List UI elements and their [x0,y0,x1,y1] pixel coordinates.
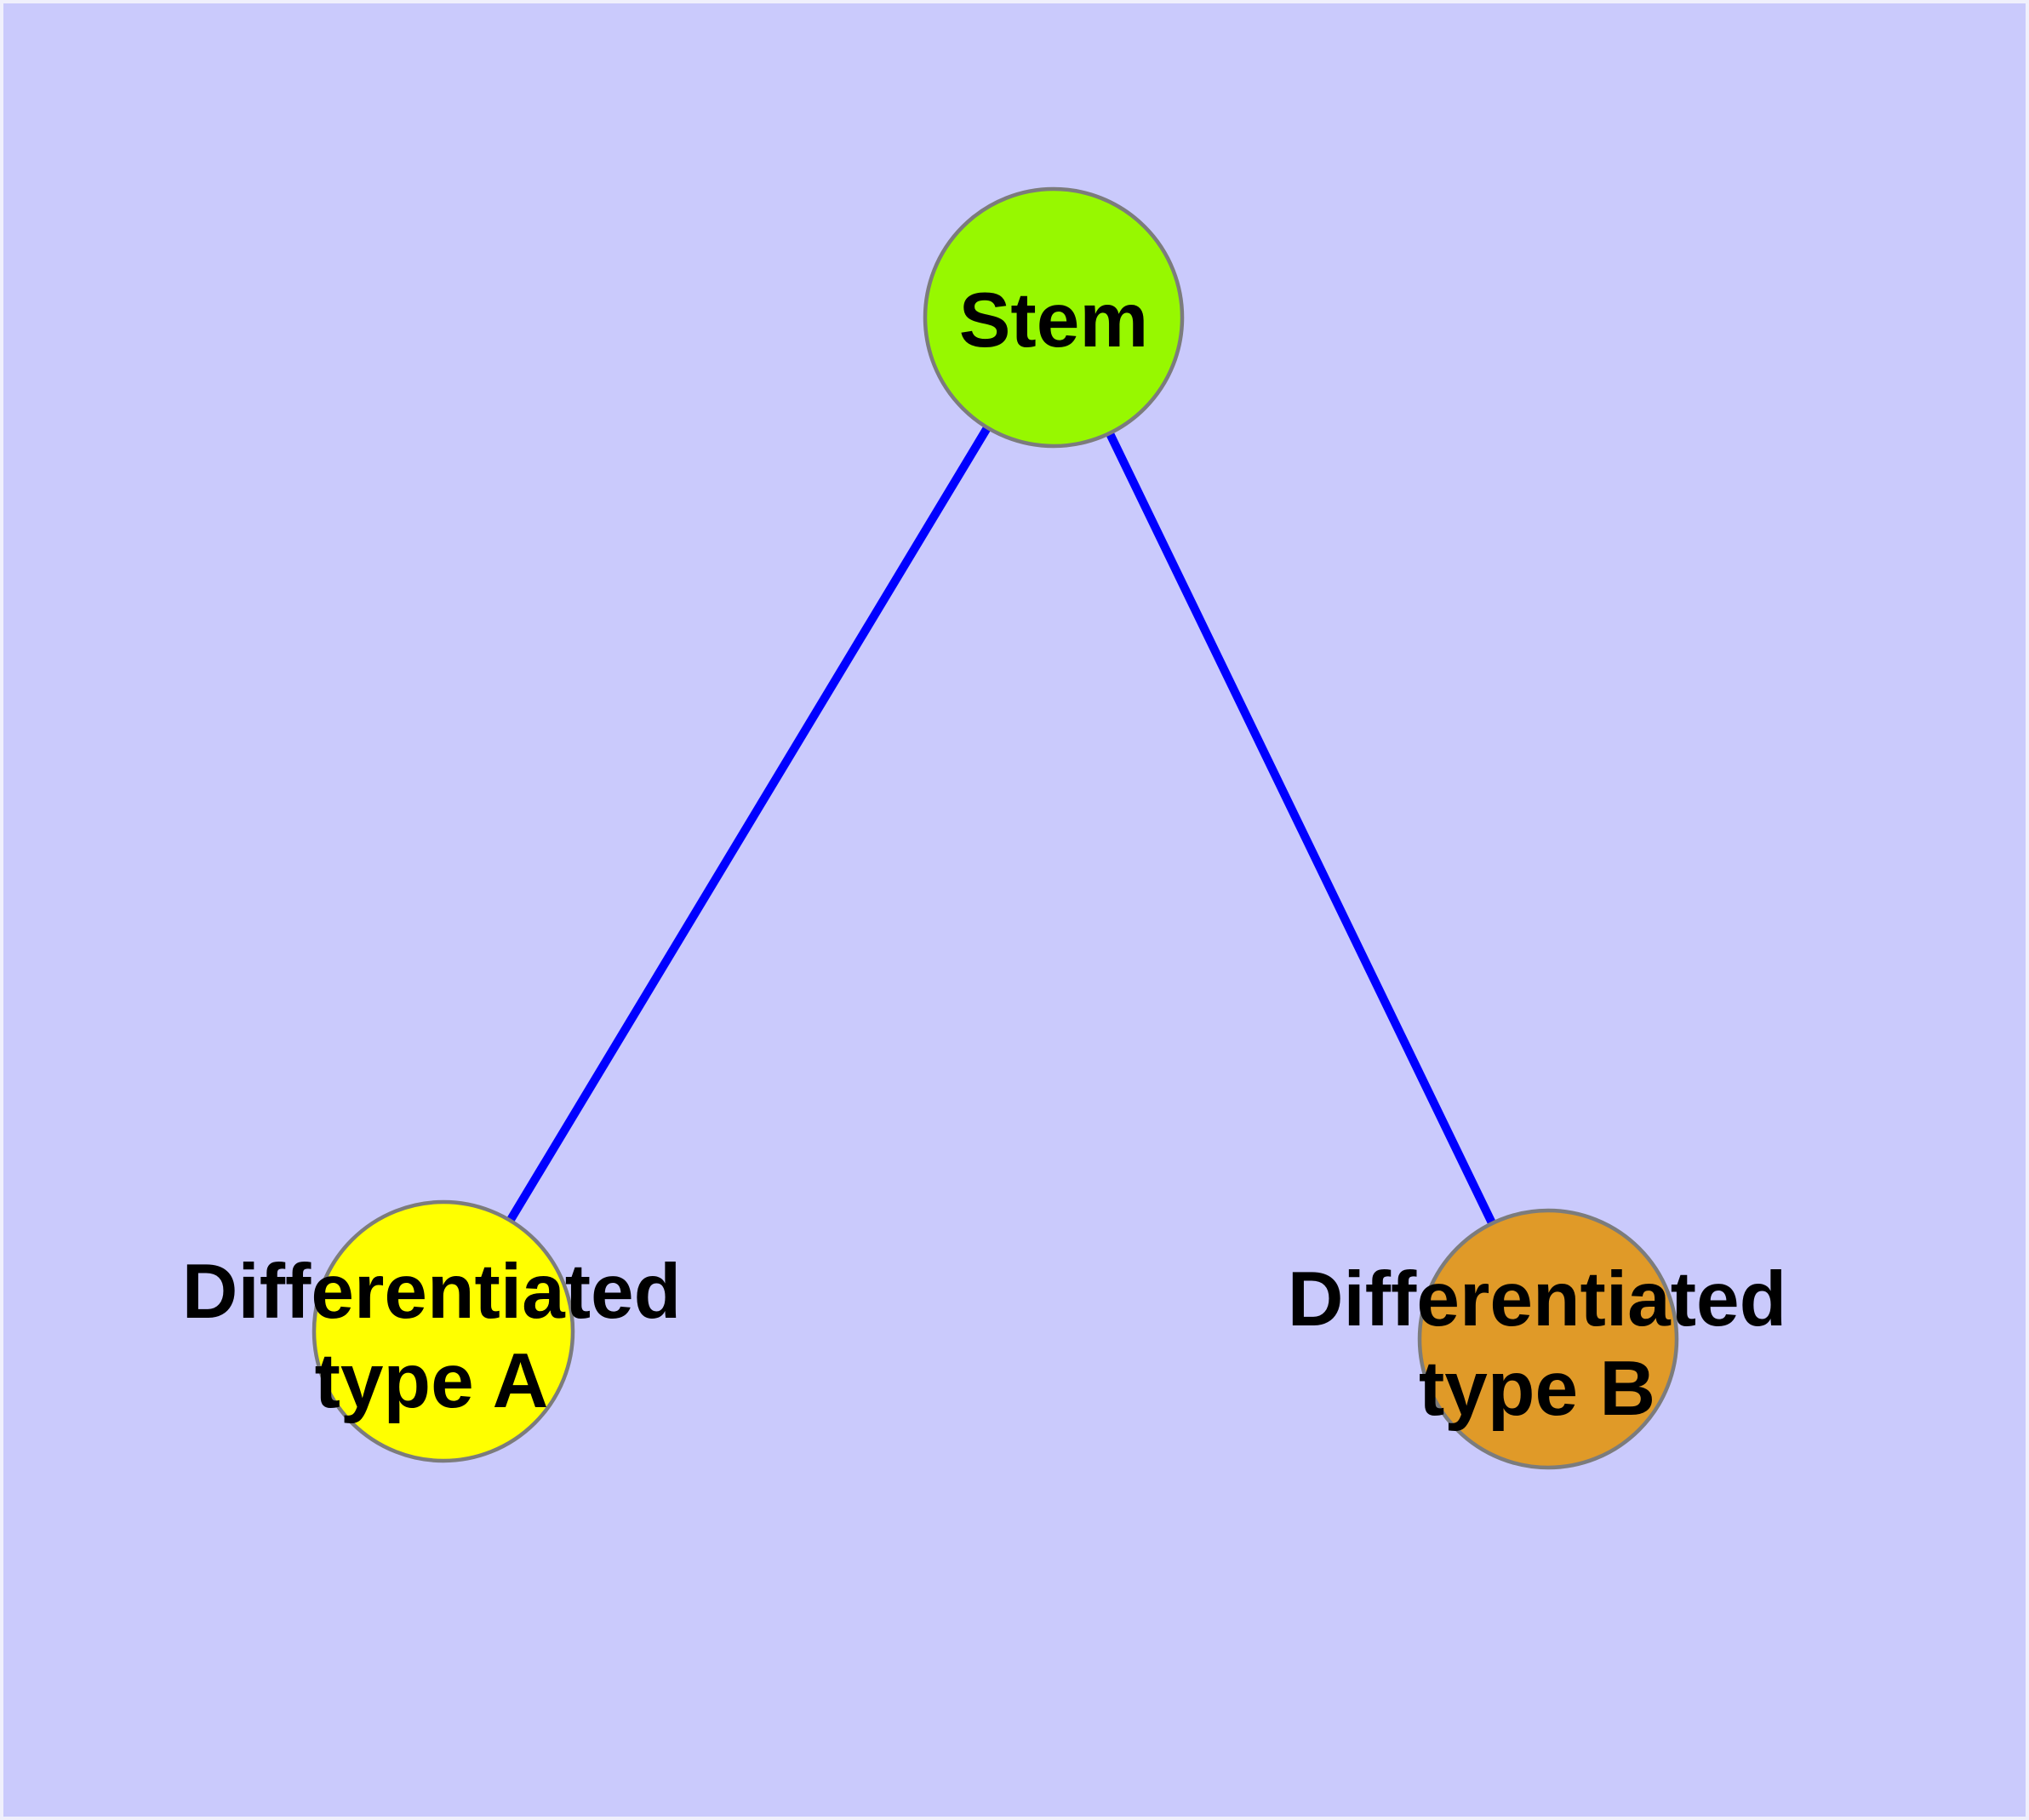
node-layer [311,186,1679,1470]
node-type-b-label-line2: type B [1419,1346,1655,1432]
node-differentiated-type-b [1417,1208,1679,1470]
node-type-b-label-line1: Differentiated [1288,1256,1787,1342]
label-layer: Stem Differentiated type A Differentiate… [182,278,1787,1432]
node-type-a-label-line2: type A [315,1338,549,1424]
edge-stem-to-type-a [439,315,1058,1334]
node-type-a-label-line1: Differentiated [182,1249,682,1335]
node-stem [923,186,1185,449]
node-stem-label: Stem [959,278,1149,363]
node-differentiated-type-a [311,1199,575,1463]
edge-layer [439,315,1552,1342]
edge-stem-to-type-b [1049,315,1552,1342]
